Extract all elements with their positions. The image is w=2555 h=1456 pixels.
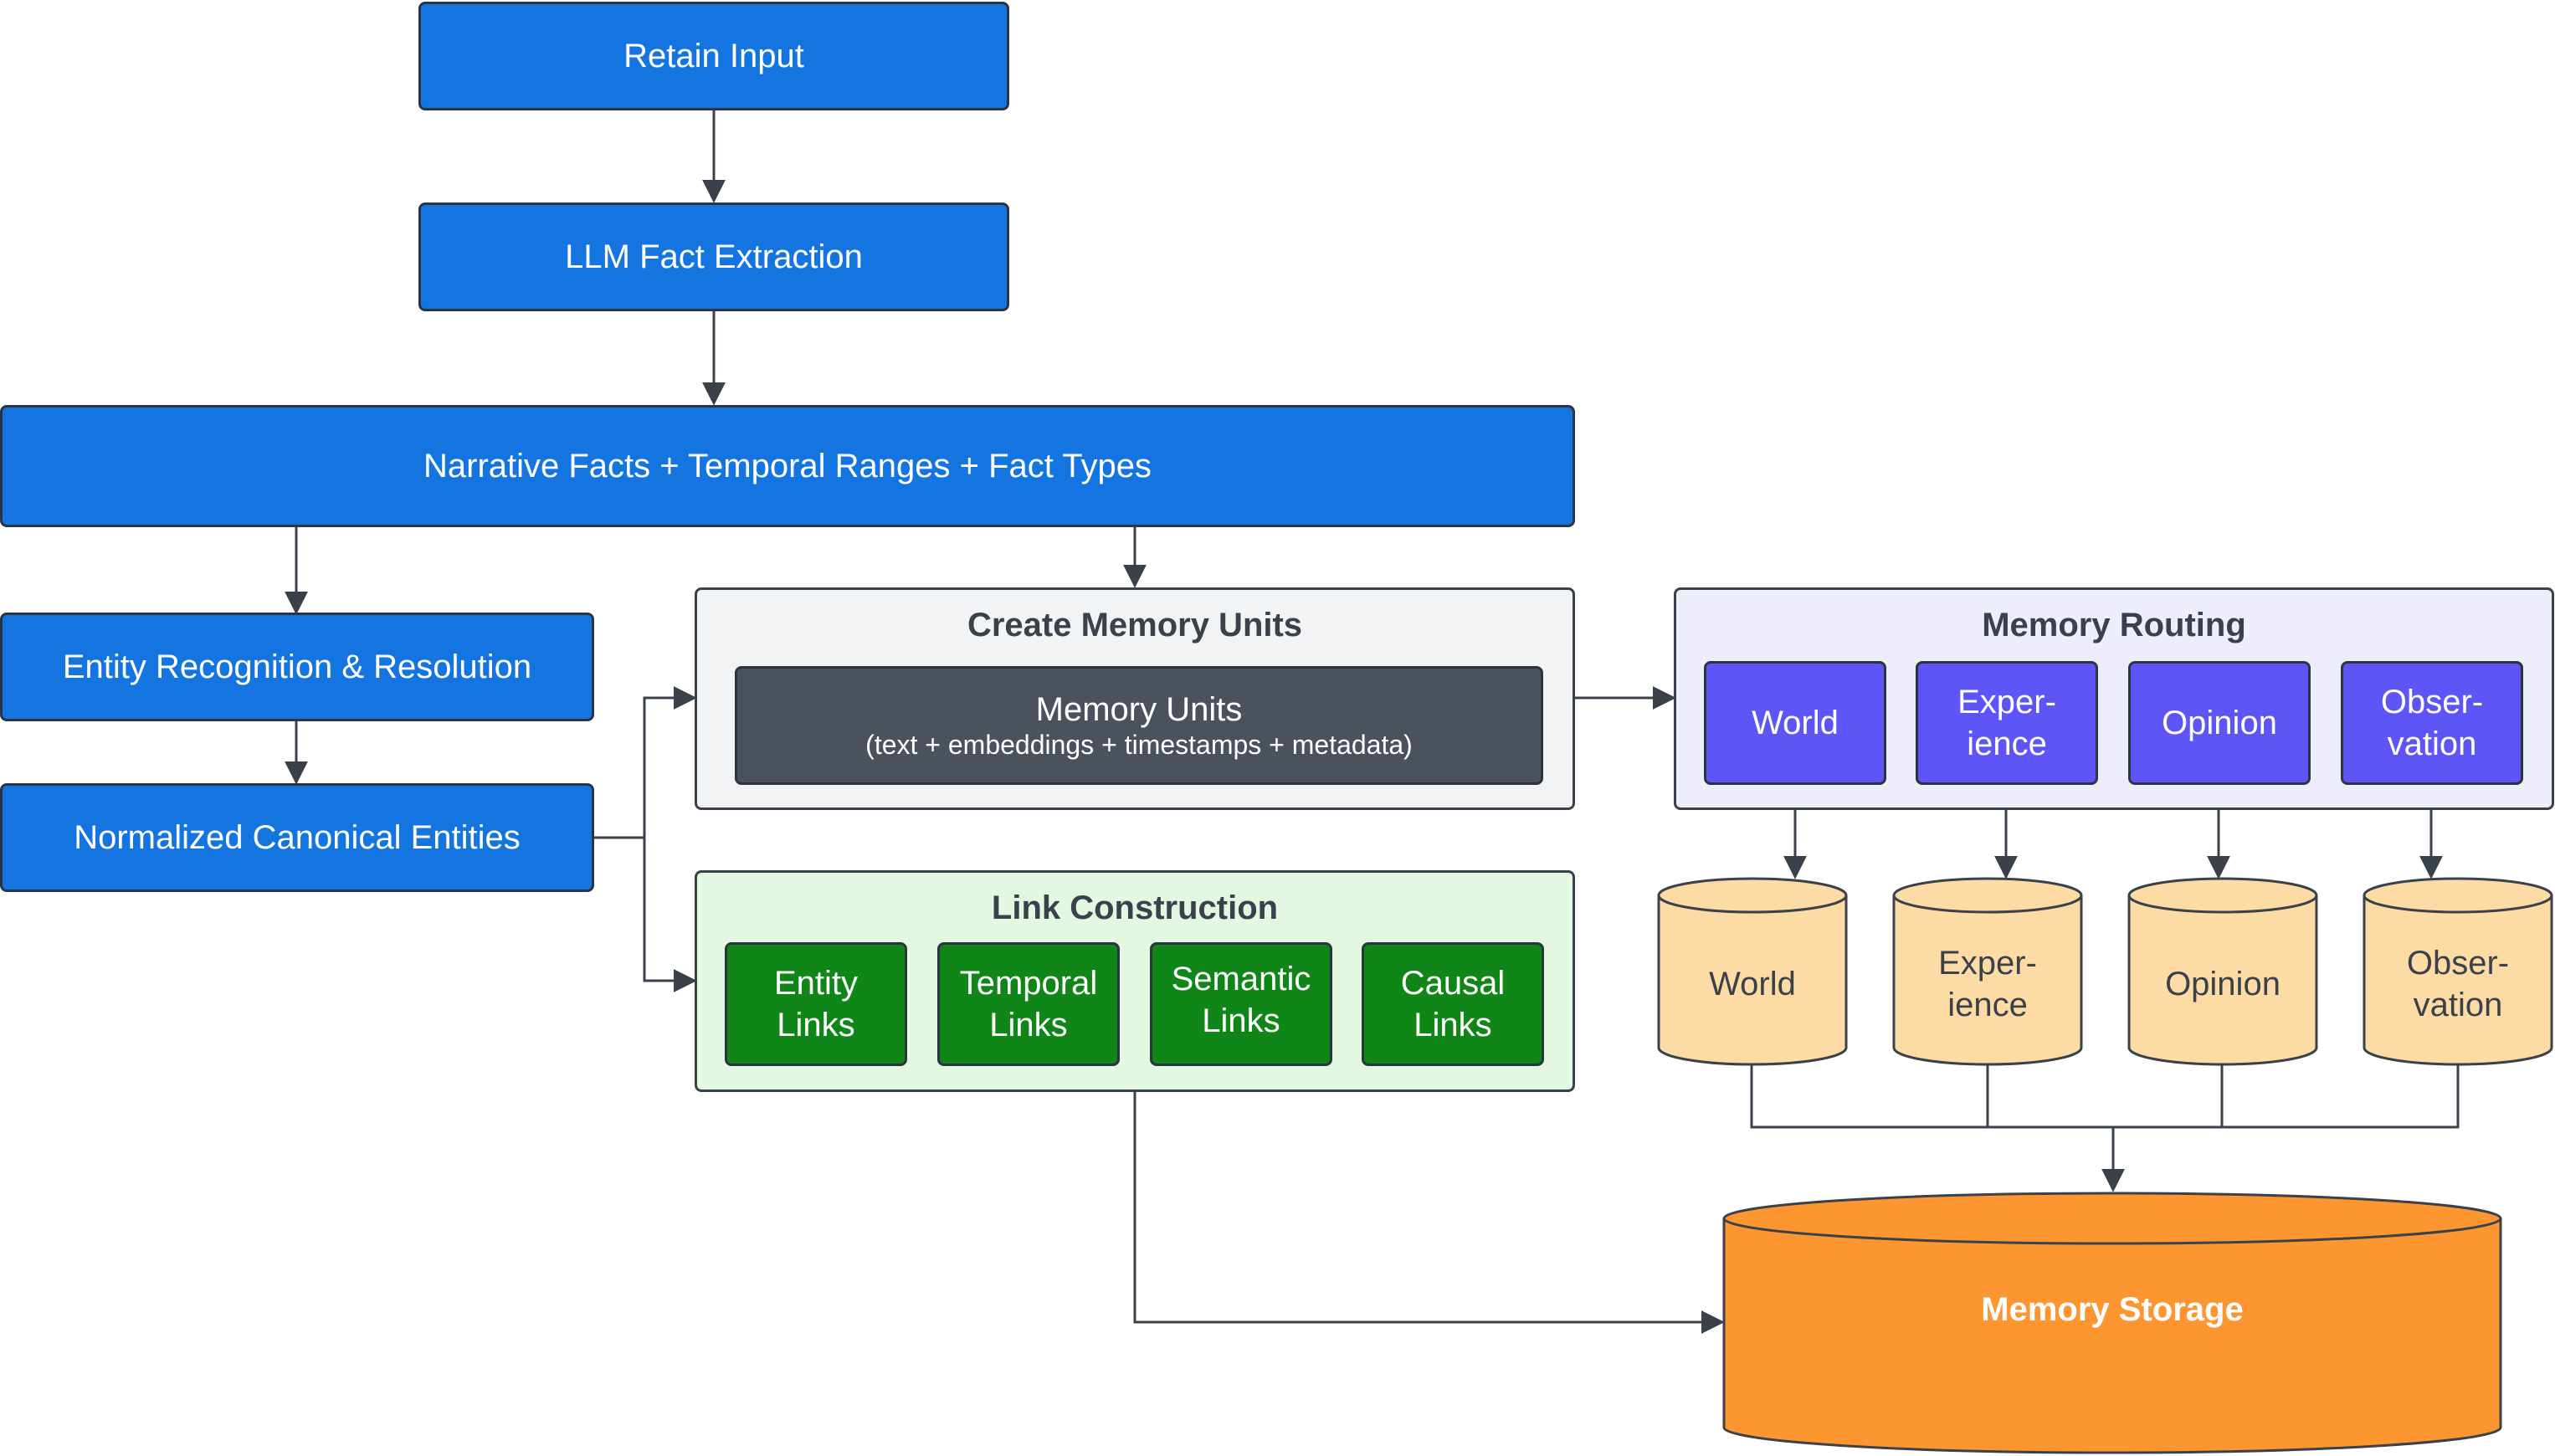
create-memory-units-title: Create Memory Units	[967, 607, 1303, 643]
arrow-normalized-to-links	[643, 838, 697, 992]
causal-links-label: Causal Links	[1400, 965, 1506, 1043]
memory-storage-cylinder	[1722, 1192, 2502, 1454]
memory-storage-label: Memory Storage	[1981, 1290, 2244, 1328]
store-experience-label: Exper- ience	[1938, 945, 2037, 1023]
store-opinion-label: Opinion	[2165, 966, 2281, 1002]
route-observation-box[interactable]: Obser- vation	[2341, 661, 2523, 785]
route-world-box[interactable]: World	[1704, 661, 1886, 785]
llm-fact-extraction-label: LLM Fact Extraction	[565, 238, 863, 275]
store-world-label: World	[1709, 966, 1796, 1002]
semantic-links-box[interactable]: Semantic Links	[1150, 942, 1332, 1066]
semantic-links-label: Semantic Links	[1171, 961, 1311, 1039]
entity-links-label: Entity Links	[773, 965, 859, 1043]
entity-recognition-box[interactable]: Entity Recognition & Resolution	[0, 613, 594, 721]
retain-input-box[interactable]: Retain Input	[418, 2, 1009, 110]
entity-recognition-label: Entity Recognition & Resolution	[62, 648, 532, 685]
llm-fact-extraction-box[interactable]: LLM Fact Extraction	[418, 203, 1009, 311]
store-world-cylinder[interactable]	[1657, 877, 1848, 1066]
memory-units-subtitle: (text + embeddings + timestamps + metada…	[865, 730, 1413, 760]
normalized-entities-box[interactable]: Normalized Canonical Entities	[0, 783, 594, 892]
entity-links-box[interactable]: Entity Links	[725, 942, 907, 1066]
route-opinion-box[interactable]: Opinion	[2128, 661, 2311, 785]
store-merge-line	[1750, 1064, 2460, 1129]
route-experience-label: Exper- ience	[1957, 684, 2056, 762]
route-world-label: World	[1752, 705, 1839, 741]
memory-units-box[interactable]: Memory Units (text + embeddings + timest…	[735, 666, 1543, 785]
store-opinion-cylinder[interactable]	[2127, 877, 2318, 1066]
store-observation-cylinder[interactable]	[2363, 877, 2553, 1066]
route-experience-box[interactable]: Exper- ience	[1916, 661, 2098, 785]
normalized-entities-label: Normalized Canonical Entities	[74, 818, 521, 856]
temporal-links-box[interactable]: Temporal Links	[937, 942, 1120, 1066]
store-observation-label: Obser- vation	[2406, 945, 2510, 1023]
causal-links-box[interactable]: Causal Links	[1362, 942, 1544, 1066]
narrative-facts-box[interactable]: Narrative Facts + Temporal Ranges + Fact…	[0, 405, 1575, 527]
memory-routing-title: Memory Routing	[1982, 607, 2246, 643]
memory-units-title: Memory Units	[1035, 691, 1243, 728]
arrow-links-to-storage	[1133, 1092, 1725, 1334]
arrow-normalized-to-memory-units	[594, 686, 697, 839]
retain-input-label: Retain Input	[623, 37, 804, 74]
route-observation-label: Obser- vation	[2380, 684, 2484, 762]
link-construction-title: Link Construction	[991, 889, 1279, 926]
narrative-facts-label: Narrative Facts + Temporal Ranges + Fact…	[423, 447, 1152, 484]
route-opinion-label: Opinion	[2162, 705, 2277, 741]
temporal-links-label: Temporal Links	[959, 965, 1098, 1043]
store-experience-cylinder[interactable]	[1892, 877, 2083, 1066]
